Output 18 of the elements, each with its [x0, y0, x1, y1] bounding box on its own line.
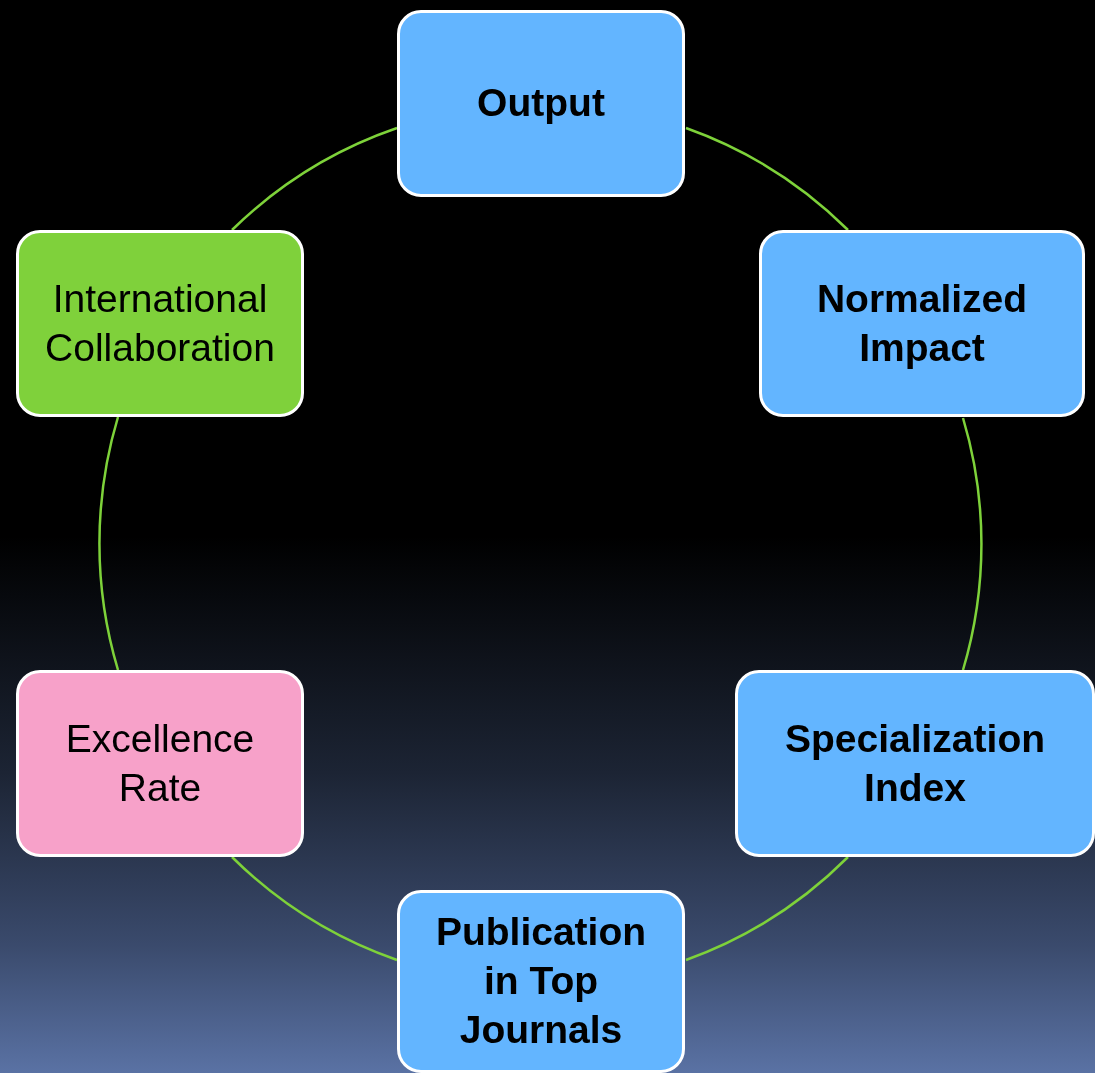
metric-box	[16, 670, 304, 857]
connector-arc	[961, 417, 982, 671]
node-label: International Collaboration	[44, 275, 276, 371]
connector-arc	[231, 126, 398, 231]
node-label: Publication in Top Journals	[434, 909, 648, 1053]
connector-arc	[685, 126, 849, 231]
metric-box	[759, 230, 1085, 417]
node-label: Output	[476, 80, 606, 127]
metric-box	[16, 230, 304, 417]
metric-box	[397, 890, 685, 1073]
node-label: Normalized Impact	[815, 275, 1029, 371]
metric-box	[397, 10, 685, 197]
metric-box	[735, 670, 1095, 857]
node-label: Specialization Index	[783, 715, 1047, 811]
connector-arc	[231, 856, 398, 962]
connector-arc	[98, 416, 120, 671]
node-label: Excellence Rate	[64, 715, 256, 811]
connector-arc	[685, 856, 849, 962]
